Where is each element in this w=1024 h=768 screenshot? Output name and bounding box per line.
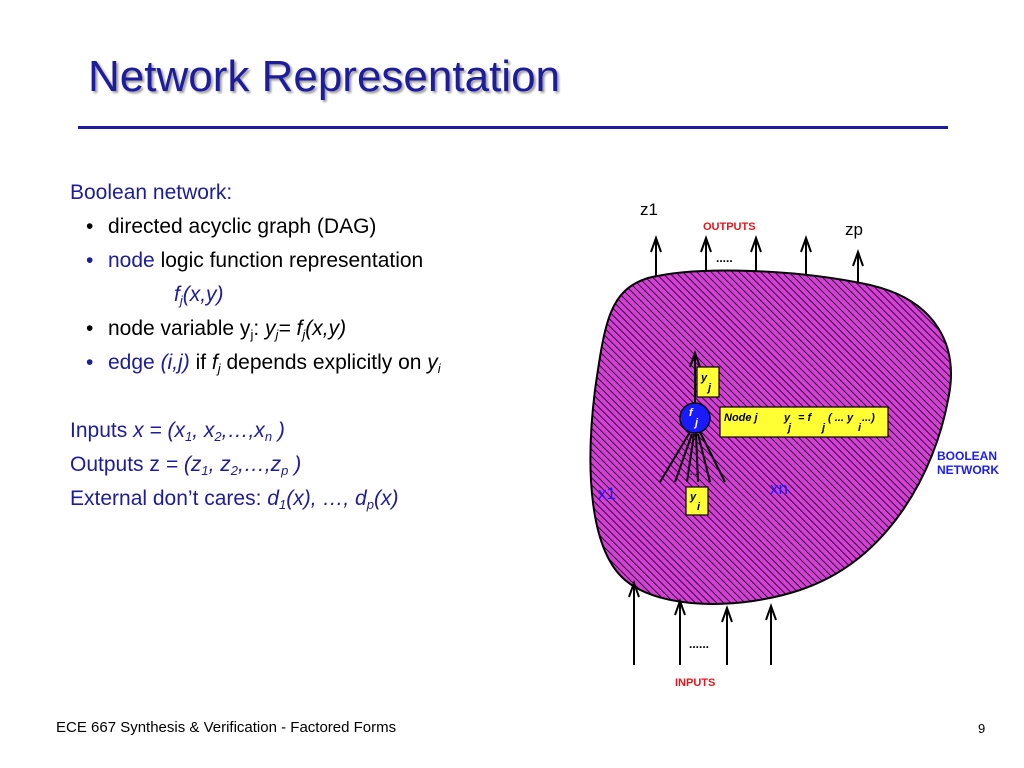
bullet-dot: • [86,317,94,340]
eq-i-sub: i [858,422,862,434]
node-f: f [689,407,694,419]
arrow-head [689,350,701,368]
slide-title: Network Representation [88,52,561,101]
inputs-ellipsis: ...... [689,637,709,651]
inputs-label: INPUTS [675,677,715,689]
boolean-network-heading: Boolean network: [70,181,233,204]
fanin-edge [697,433,711,483]
title-underline [78,126,948,129]
arrow-head [674,598,686,616]
bullet-node: •node logic function representation [70,244,590,278]
boolean-label: BOOLEAN [937,449,997,463]
outputs-ellipsis: ..... [716,251,733,265]
yi-box [685,486,709,516]
arrow-head [628,580,640,598]
arrow-head [800,235,812,253]
arrow-head [765,603,777,621]
arrow-head [700,235,712,253]
boolean-network-diagram: z1 zp OUTPUTS ..... y j Node j y j = f j… [589,200,999,689]
arrow-head [650,235,662,253]
network-label: NETWORK [937,463,999,477]
eq-f-sub: j [820,422,826,434]
outputs-line: Outputs z = (z1, z2,…,zp ) [70,453,302,478]
input-xn-label: xn [770,479,788,498]
bullet-dag: •directed acyclic graph (DAG) [70,210,590,244]
dont-cares-line: External don’t cares: d1(x), …, dp(x) [70,487,399,512]
eq-y-sub: j [786,422,792,434]
fanin-edge [699,431,726,483]
arrow-head [721,605,733,623]
body-text: Boolean network: •directed acyclic graph… [70,176,590,516]
fanin-edge [686,433,695,483]
arrow-head [852,249,864,267]
yj-box-sub: j [706,382,712,394]
node-equation-box [719,406,889,438]
node-edges [659,350,726,483]
node-fj-circle [679,402,711,434]
fanin-edge [695,433,699,483]
eq-args: ( ... y [828,412,854,424]
fanin-ellipsis: ... [690,467,698,477]
input-x1-label: x1 [598,484,616,503]
footer-text: ECE 667 Synthesis & Verification - Facto… [56,719,397,736]
node-function-expr: fj(x,y) [174,283,224,308]
node-j-label: Node j [724,412,759,424]
yj-box [696,366,720,398]
yj-box-y: y [700,372,708,384]
bullet-dot: • [86,215,94,238]
eq-end: ...) [862,412,875,424]
fanin-edge [674,433,693,483]
yi-box-sub: i [697,501,701,513]
arrow-head [750,235,762,253]
eq-mid: = f [798,412,812,424]
input-arrows [628,580,777,665]
bullet-dot: • [86,351,94,374]
output-zp-label: zp [845,220,863,239]
node-f-sub: j [693,417,699,429]
fanin-edge [659,431,691,483]
inputs-line: Inputs x = (x1, x2,…,xn ) [70,419,285,444]
bullet-node-variable: •node variable yj: yj= fj(x,y) [70,312,590,346]
bullet-edge: •edge (i,j) if fj depends explicitly on … [70,346,590,380]
bullet-dot: • [86,249,94,272]
yi-box-y: y [689,491,697,503]
page-number: 9 [978,721,986,736]
outputs-label: OUTPUTS [703,221,756,233]
eq-y: y [783,412,791,424]
output-z1-label: z1 [640,200,658,219]
